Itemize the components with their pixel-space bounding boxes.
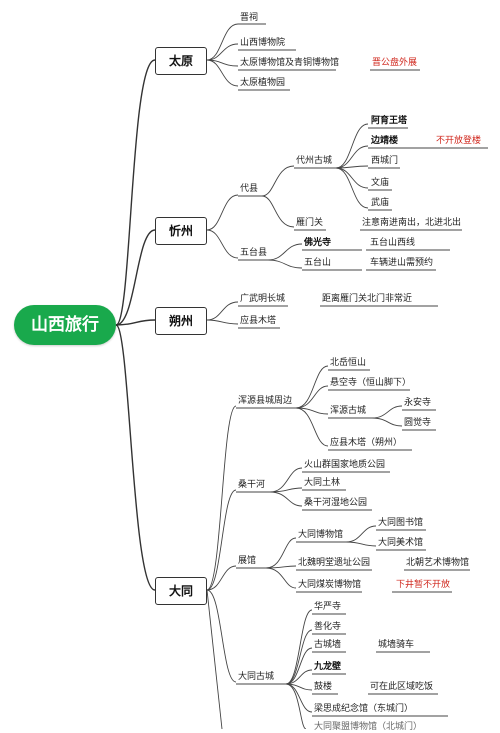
node-ayuwang-pagoda[interactable]: 阿育王塔: [371, 116, 408, 126]
node-beichao-art-museum[interactable]: 北朝艺术博物馆: [406, 558, 470, 568]
node-shanxi-museum[interactable]: 山西博物院: [240, 38, 286, 48]
root-node[interactable]: 山西旅行: [14, 305, 116, 345]
node-city-wall[interactable]: 古城墙: [314, 640, 342, 650]
node-yanmen-pass[interactable]: 雁门关: [296, 218, 324, 228]
node-volcano-park[interactable]: 火山群国家地质公园: [304, 460, 386, 470]
node-sanggan-river[interactable]: 桑干河: [238, 480, 266, 490]
node-datong-art-museum[interactable]: 大同美术馆: [378, 538, 424, 548]
city-node-xinzhou[interactable]: 忻州: [155, 217, 207, 245]
node-yingxian-pagoda-shuozhou[interactable]: 应县木塔（朔州）: [330, 438, 403, 448]
node-west-gate[interactable]: 西城门: [371, 156, 399, 166]
node-nine-dragon-wall[interactable]: 九龙壁: [314, 662, 342, 672]
note-food-area: 可在此区域吃饭: [370, 682, 434, 692]
node-datong-tulin[interactable]: 大同土林: [304, 478, 341, 488]
node-taiyuan-bronze-museum[interactable]: 太原博物馆及青铜博物馆: [240, 58, 340, 68]
node-daizhou-old-town[interactable]: 代州古城: [296, 156, 333, 166]
node-wetland-park[interactable]: 桑干河湿地公园: [304, 498, 368, 508]
node-partial-museum[interactable]: 大同聚盟博物馆（北城门）: [314, 722, 423, 732]
note-yanmen-route: 注意南进南出，北进北出: [362, 218, 462, 228]
node-yuanjue-temple[interactable]: 圆觉寺: [404, 418, 432, 428]
note-wall-cycling: 城墙骑车: [378, 640, 415, 650]
node-foguang-temple[interactable]: 佛光寺: [304, 238, 332, 248]
note-near-yanmen: 距离雁门关北门非常近: [322, 294, 413, 304]
note-wutai-west: 五台山西线: [370, 238, 416, 248]
node-bianjing-tower[interactable]: 边靖楼: [371, 136, 399, 146]
node-coal-museum[interactable]: 大同煤炭博物馆: [298, 580, 362, 590]
node-wumiao[interactable]: 武庙: [371, 198, 390, 208]
note-no-climb: 不开放登楼: [436, 136, 482, 146]
note-reservation: 车辆进山需预约: [370, 258, 434, 268]
node-guangwu-great-wall[interactable]: 广武明长城: [240, 294, 286, 304]
node-jinci[interactable]: 晋祠: [240, 13, 259, 23]
node-liang-sicheng-memorial[interactable]: 梁思成纪念馆（东城门）: [314, 704, 414, 714]
node-datong-old-city[interactable]: 大同古城: [238, 672, 275, 682]
node-datong-museum[interactable]: 大同博物馆: [298, 530, 344, 540]
node-daixian[interactable]: 代县: [240, 184, 259, 194]
node-datong-library[interactable]: 大同图书馆: [378, 518, 424, 528]
node-wenmiao[interactable]: 文庙: [371, 178, 390, 188]
city-node-datong[interactable]: 大同: [155, 577, 207, 605]
node-wutai-mountain[interactable]: 五台山: [304, 258, 332, 268]
city-node-shuozhou[interactable]: 朔州: [155, 307, 207, 335]
node-beiwei-mingtang[interactable]: 北魏明堂遗址公园: [298, 558, 371, 568]
node-hunyuan-area[interactable]: 浑源县城周边: [238, 396, 293, 406]
note-mine-closed: 下井暂不开放: [396, 580, 451, 590]
node-halls[interactable]: 展馆: [238, 556, 257, 566]
city-node-taiyuan[interactable]: 太原: [155, 47, 207, 75]
note-bronze-exhibit: 晋公盘外展: [372, 58, 418, 68]
node-shanhua-temple[interactable]: 善化寺: [314, 622, 342, 632]
node-xuankong-temple[interactable]: 悬空寺（恒山脚下）: [330, 378, 412, 388]
node-hengshan[interactable]: 北岳恒山: [330, 358, 367, 368]
node-hunyuan-old-town[interactable]: 浑源古城: [330, 406, 367, 416]
node-botanical-garden[interactable]: 太原植物园: [240, 78, 286, 88]
node-yongan-temple[interactable]: 永安寺: [404, 398, 432, 408]
node-wutai-county[interactable]: 五台县: [240, 248, 268, 258]
node-drum-tower[interactable]: 鼓楼: [314, 682, 333, 692]
node-huayan-temple[interactable]: 华严寺: [314, 602, 342, 612]
node-yingxian-pagoda[interactable]: 应县木塔: [240, 316, 277, 326]
